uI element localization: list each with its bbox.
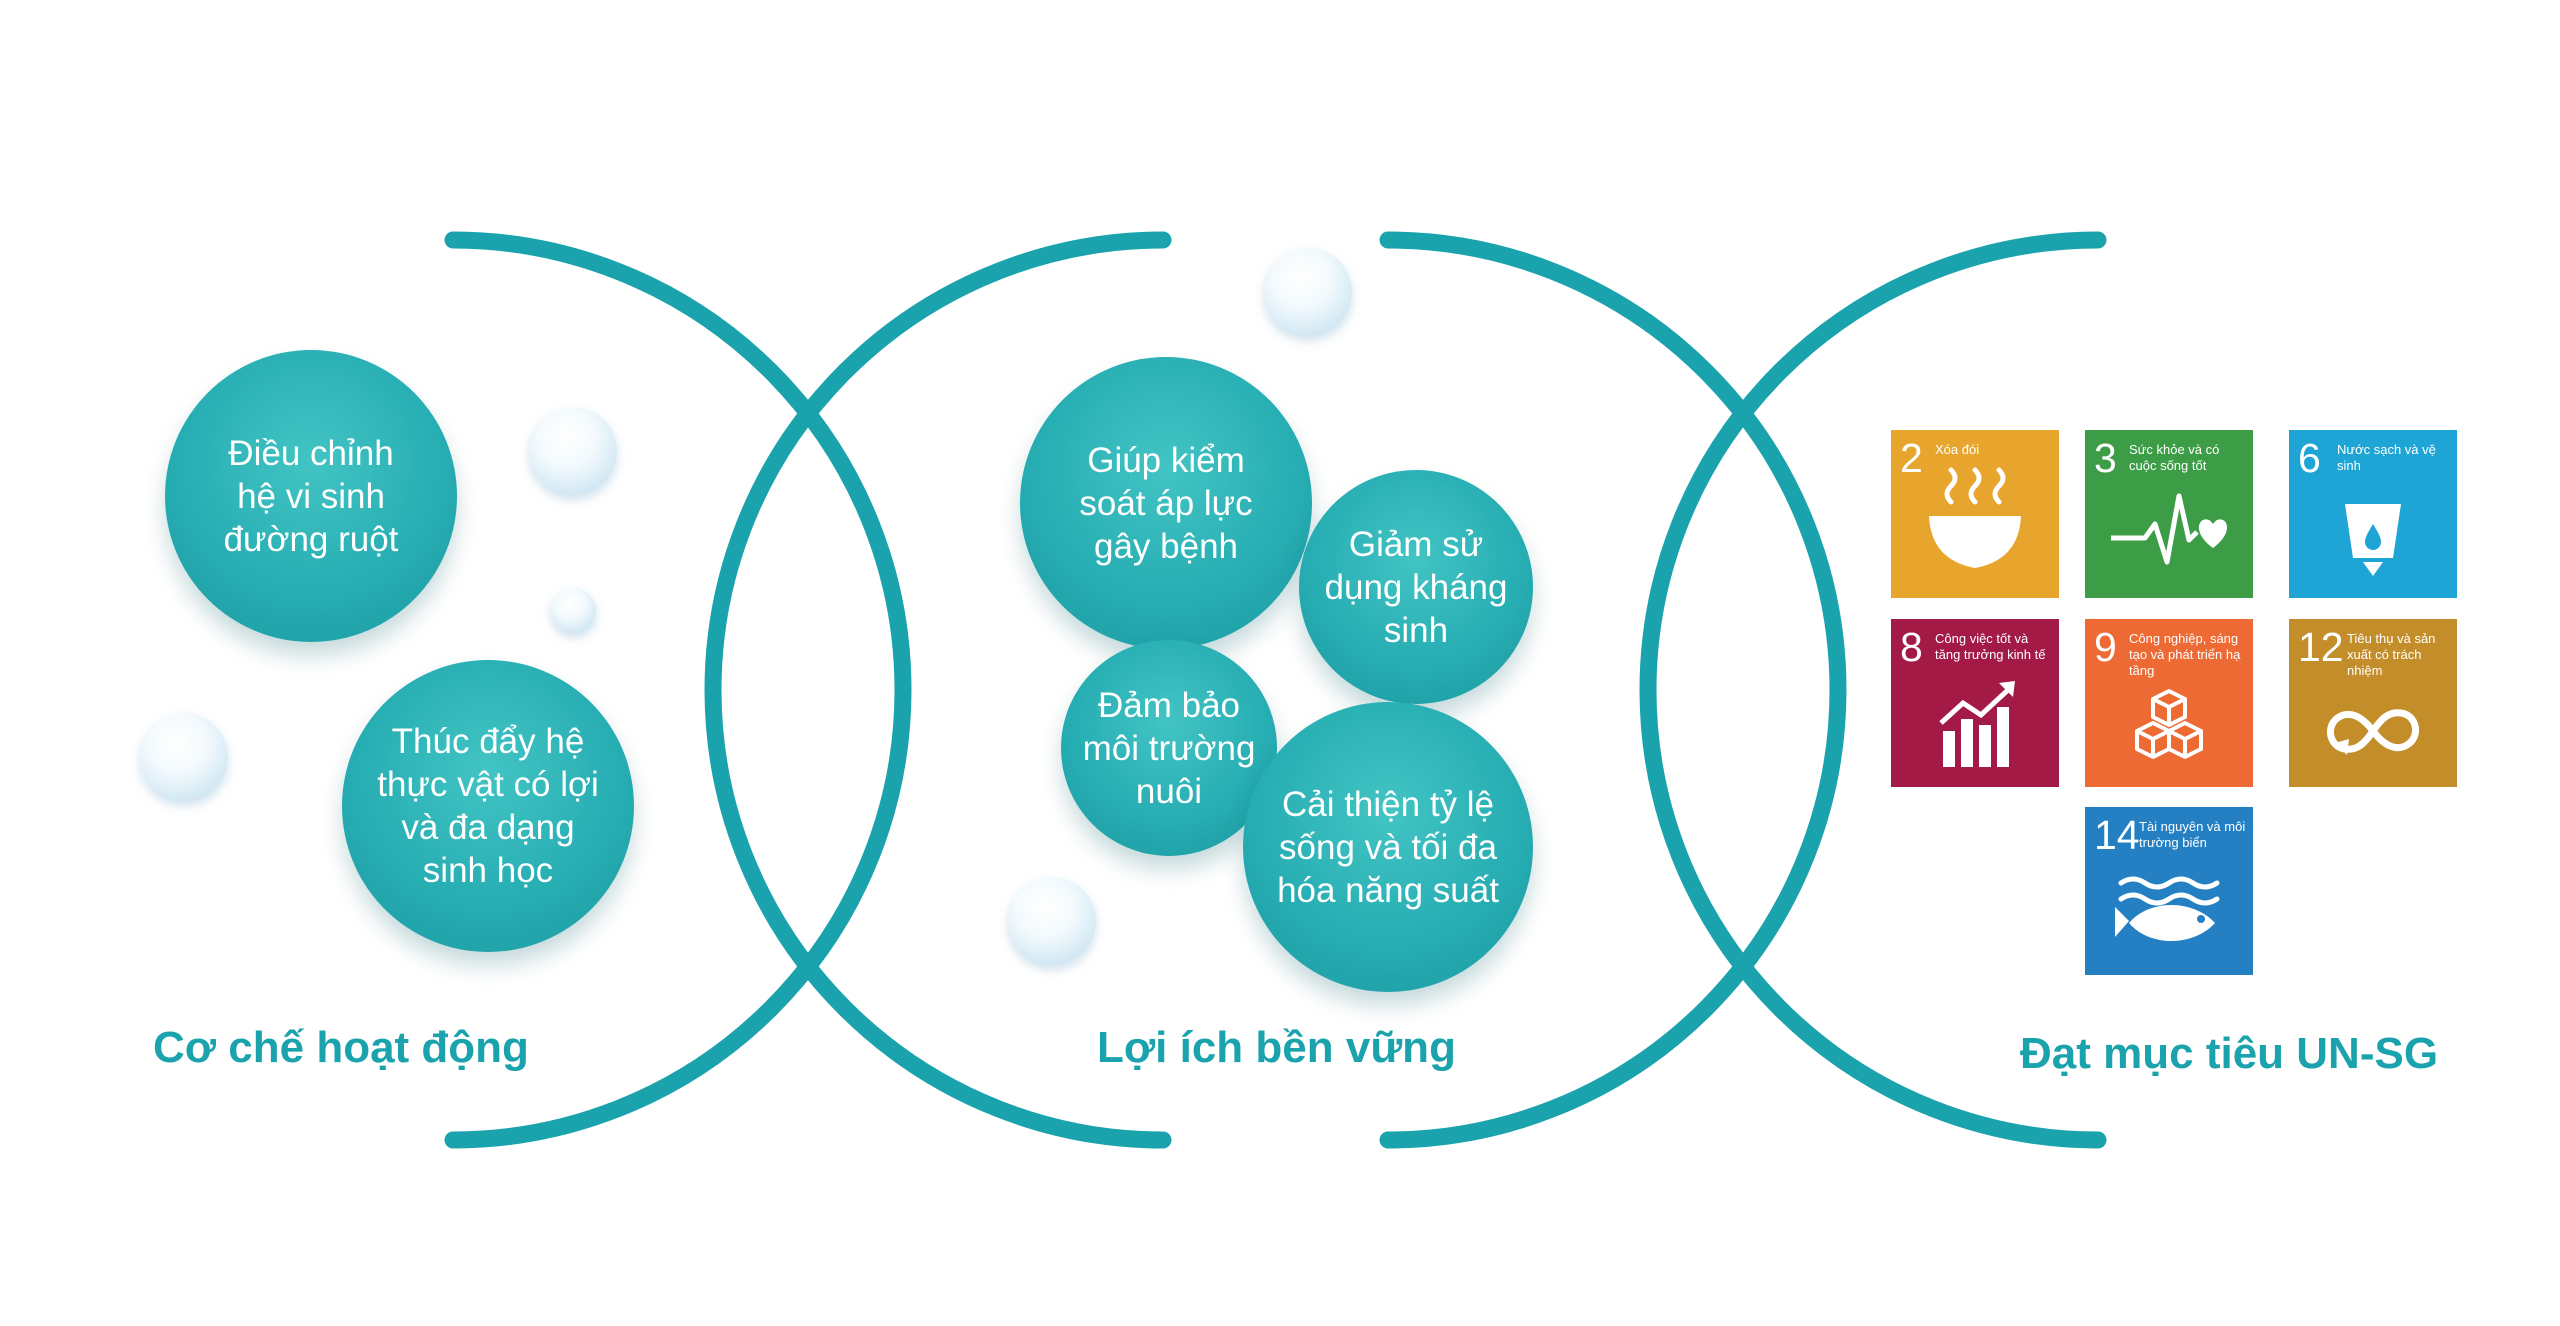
arc-left-section-2 bbox=[704, 231, 1172, 1149]
sdg-number: 2 bbox=[1900, 435, 1923, 481]
sdg-tile-12: 12 Tiêu thụ và sản xuất có trách nhiệm bbox=[2289, 619, 2457, 787]
water-drop bbox=[140, 713, 228, 801]
sdg-label: Công việc tốt và tăng trưởng kinh tế bbox=[1935, 631, 2046, 662]
bubble-text: Điều chỉnh hệ vi sinh đường ruột bbox=[223, 433, 399, 559]
heartbeat-icon bbox=[2111, 493, 2228, 565]
sdg-tile-3: 3 Sức khỏe và có cuộc sống tốt bbox=[2085, 430, 2253, 598]
sdg-number: 8 bbox=[1900, 624, 1923, 670]
bubble-text: Cải thiện tỷ lệ sống và tối đa hóa năng … bbox=[1277, 784, 1499, 910]
fish-icon bbox=[2115, 876, 2220, 941]
bubble-text: Giúp kiểm soát áp lực gây bệnh bbox=[1079, 440, 1253, 566]
arc-right-section-2 bbox=[1379, 231, 1847, 1149]
arc-left-section-3 bbox=[1639, 231, 2107, 1149]
water-drop bbox=[551, 588, 596, 633]
sdg-label: Xóa đói bbox=[1935, 442, 1980, 457]
sdg-number: 14 bbox=[2094, 812, 2140, 858]
sdg-tile-14: 14 Tài nguyên và môi trường biển bbox=[2085, 807, 2253, 975]
bubble-control-pathogen-pressure: Giúp kiểm soát áp lực gây bệnh bbox=[1020, 357, 1312, 649]
bubble-text: Thúc đẩy hệ thực vật có lợi và đa dạng s… bbox=[377, 722, 599, 890]
bubble-text: Giảm sử dụng kháng sinh bbox=[1324, 524, 1508, 650]
sdg-tile-8: 8 Công việc tốt và tăng trưởng kinh tế bbox=[1891, 619, 2059, 787]
sdg-label: Sức khỏe và có cuộc sống tốt bbox=[2129, 442, 2220, 473]
section-title-benefits: Lợi ích bền vững bbox=[1097, 1023, 1456, 1072]
sdg-number: 6 bbox=[2298, 435, 2321, 481]
bowl-icon bbox=[1929, 467, 2021, 568]
bubble-regulate-gut-microbiota: Điều chỉnh hệ vi sinh đường ruột bbox=[165, 350, 457, 642]
bubble-ensure-environment: Đảm bảo môi trường nuôi bbox=[1061, 640, 1277, 856]
sdg-label: Nước sạch và vệ sinh bbox=[2337, 442, 2436, 473]
bubble-improve-survival-yield: Cải thiện tỷ lệ sống và tối đa hóa năng … bbox=[1243, 702, 1533, 992]
sdg-tile-9: 9 Công nghiệp, sáng tạo và phát triển hạ… bbox=[2085, 619, 2253, 787]
sdg-number: 9 bbox=[2094, 624, 2117, 670]
bubble-promote-beneficial-flora: Thúc đẩy hệ thực vật có lợi và đa dạng s… bbox=[342, 660, 634, 952]
water-drop bbox=[1264, 248, 1352, 336]
sdg-number: 12 bbox=[2298, 624, 2344, 670]
cubes-icon bbox=[2135, 689, 2203, 759]
water-drop bbox=[1008, 877, 1096, 965]
infinity-icon bbox=[2327, 709, 2419, 755]
sdg-label: Tài nguyên và môi trường biển bbox=[2139, 819, 2246, 850]
section-title-sdg: Đạt mục tiêu UN-SG bbox=[2020, 1029, 2439, 1078]
water-glass-icon bbox=[2345, 504, 2401, 576]
sdg-tile-6: 6 Nước sạch và vệ sinh bbox=[2289, 430, 2457, 598]
bubble-text: Đảm bảo môi trường nuôi bbox=[1082, 685, 1256, 811]
growth-chart-icon bbox=[1939, 681, 2015, 767]
arc-right-section-1 bbox=[444, 231, 912, 1149]
sdg-number: 3 bbox=[2094, 435, 2117, 481]
water-drop bbox=[529, 407, 617, 495]
section-title-mechanism: Cơ chế hoạt động bbox=[153, 1023, 529, 1072]
sdg-label: Tiêu thụ và sản xuất có trách nhiệm bbox=[2347, 631, 2436, 678]
bubble-reduce-antibiotics: Giảm sử dụng kháng sinh bbox=[1299, 470, 1533, 704]
sdg-tile-2: 2 Xóa đói bbox=[1891, 430, 2059, 598]
sdg-label: Công nghiệp, sáng tạo và phát triển hạ t… bbox=[2129, 631, 2241, 678]
